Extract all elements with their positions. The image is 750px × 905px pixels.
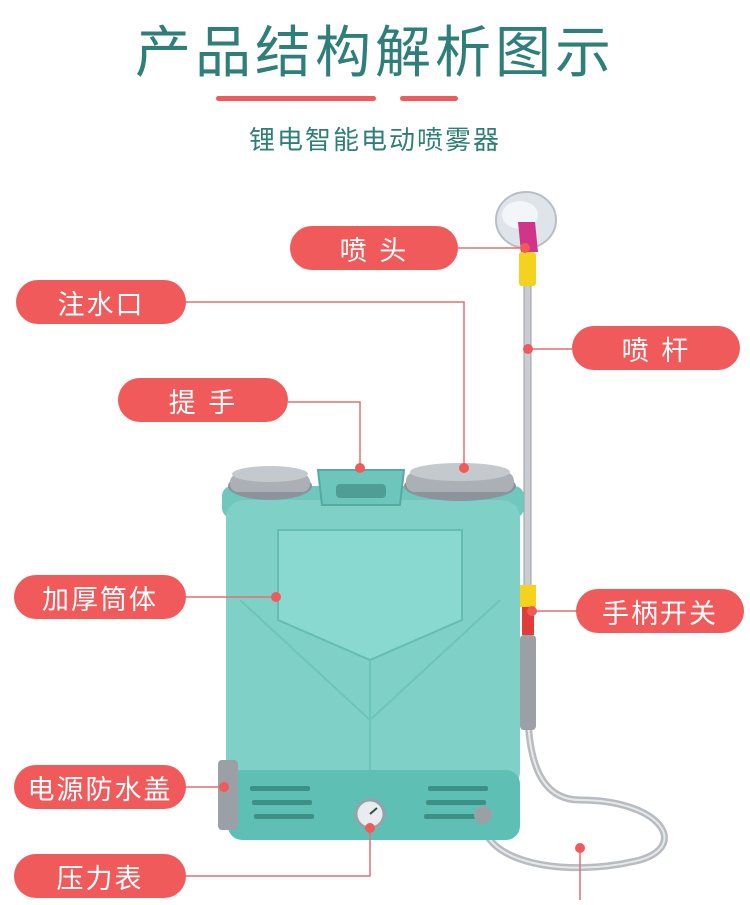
leader-dots bbox=[219, 243, 585, 853]
page-subtitle: 锂电智能电动喷雾器 bbox=[248, 126, 501, 156]
label-thick-body: 加厚筒体 bbox=[14, 575, 186, 619]
title-underline-left bbox=[216, 96, 376, 101]
title-underline-right bbox=[400, 96, 458, 101]
label-carry-handle: 提 手 bbox=[118, 378, 288, 422]
label-handle-switch: 手柄开关 bbox=[576, 589, 744, 633]
label-nozzle: 喷 头 bbox=[290, 226, 458, 270]
page-title: 产品结构解析图示 bbox=[135, 21, 615, 86]
label-spray-rod: 喷 杆 bbox=[572, 326, 740, 370]
label-fill-port: 注水口 bbox=[16, 280, 186, 324]
leader-lines bbox=[186, 247, 581, 900]
label-pressure-gauge: 压力表 bbox=[14, 854, 186, 898]
label-battery-cover: 电源防水盖 bbox=[14, 765, 186, 809]
